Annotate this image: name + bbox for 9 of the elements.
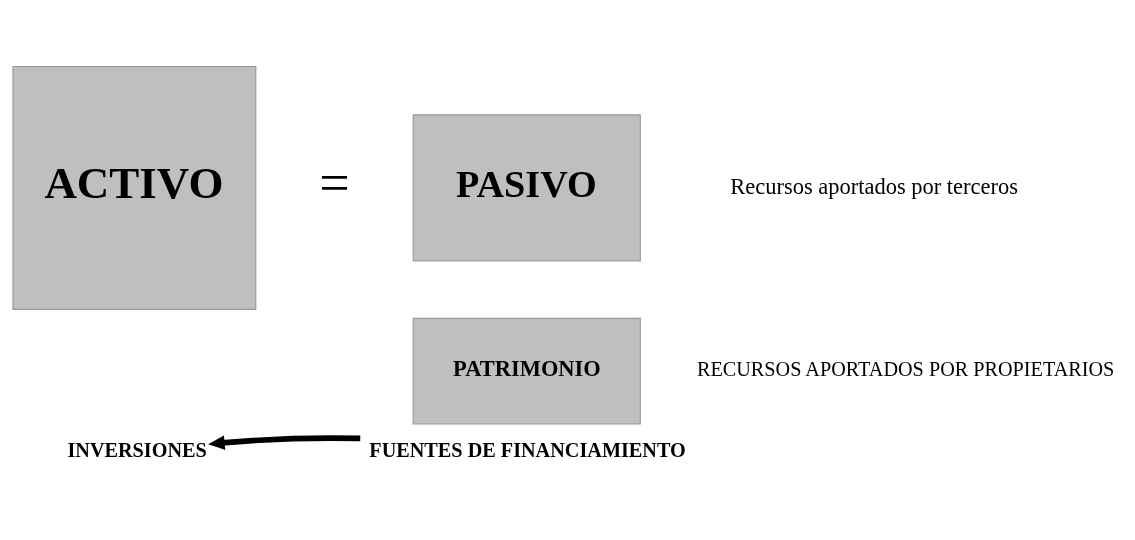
label: Recursos aportados por terceros	[730, 173, 1018, 199]
node-text: INVERSIONES	[67, 439, 207, 462]
label: =	[319, 153, 350, 214]
arrow	[208, 435, 361, 450]
node-text: FUENTES DE FINANCIAMIENTO	[369, 439, 686, 462]
node-box: ACTIVO	[12, 65, 257, 310]
node-box: PASIVO	[412, 114, 641, 262]
label: RECURSOS APORTADOS POR PROPIETARIOS	[696, 358, 1115, 381]
node-box: PATRIMONIO	[412, 317, 641, 425]
